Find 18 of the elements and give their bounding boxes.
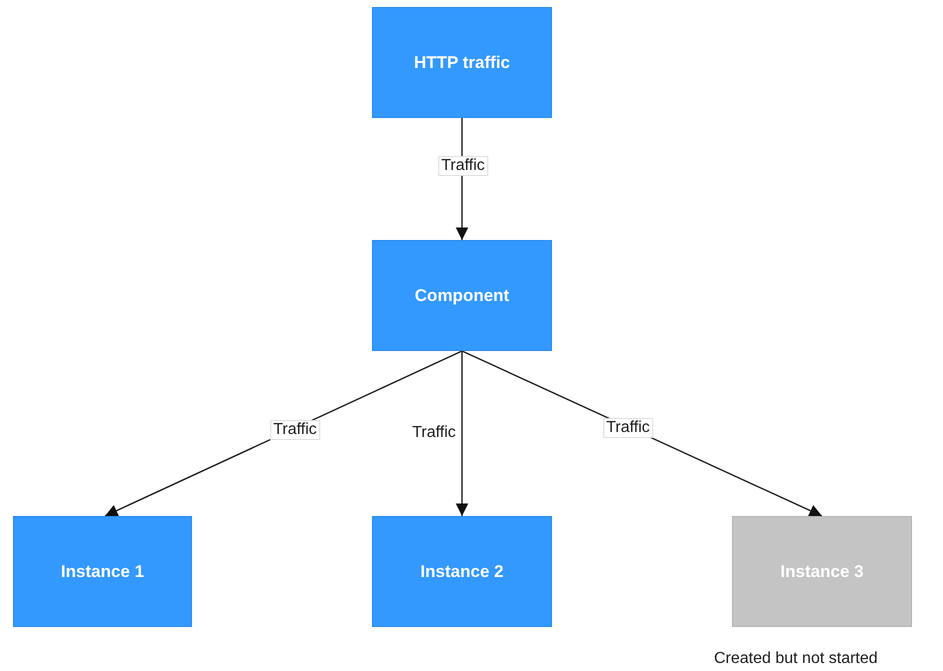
process-box bbox=[13, 516, 192, 627]
process-box bbox=[372, 7, 552, 118]
node-label: Instance 3 bbox=[780, 562, 864, 582]
process-box bbox=[732, 516, 912, 627]
node-label: Instance 1 bbox=[60, 562, 144, 582]
edge-label: Traffic bbox=[411, 424, 457, 442]
process-box bbox=[372, 240, 552, 351]
arrow bbox=[456, 351, 468, 516]
edge-label: Traffic bbox=[270, 420, 320, 440]
node-label: Instance 2 bbox=[420, 562, 504, 582]
edge-label: Traffic bbox=[603, 418, 653, 438]
node-label: Component bbox=[414, 286, 510, 306]
edge-label: Traffic bbox=[438, 156, 488, 176]
arrow bbox=[462, 350, 822, 517]
process-box bbox=[372, 516, 552, 627]
arrow bbox=[104, 350, 462, 517]
status-note: Created but not started bbox=[714, 650, 878, 668]
node-label: HTTP traffic bbox=[414, 52, 510, 72]
